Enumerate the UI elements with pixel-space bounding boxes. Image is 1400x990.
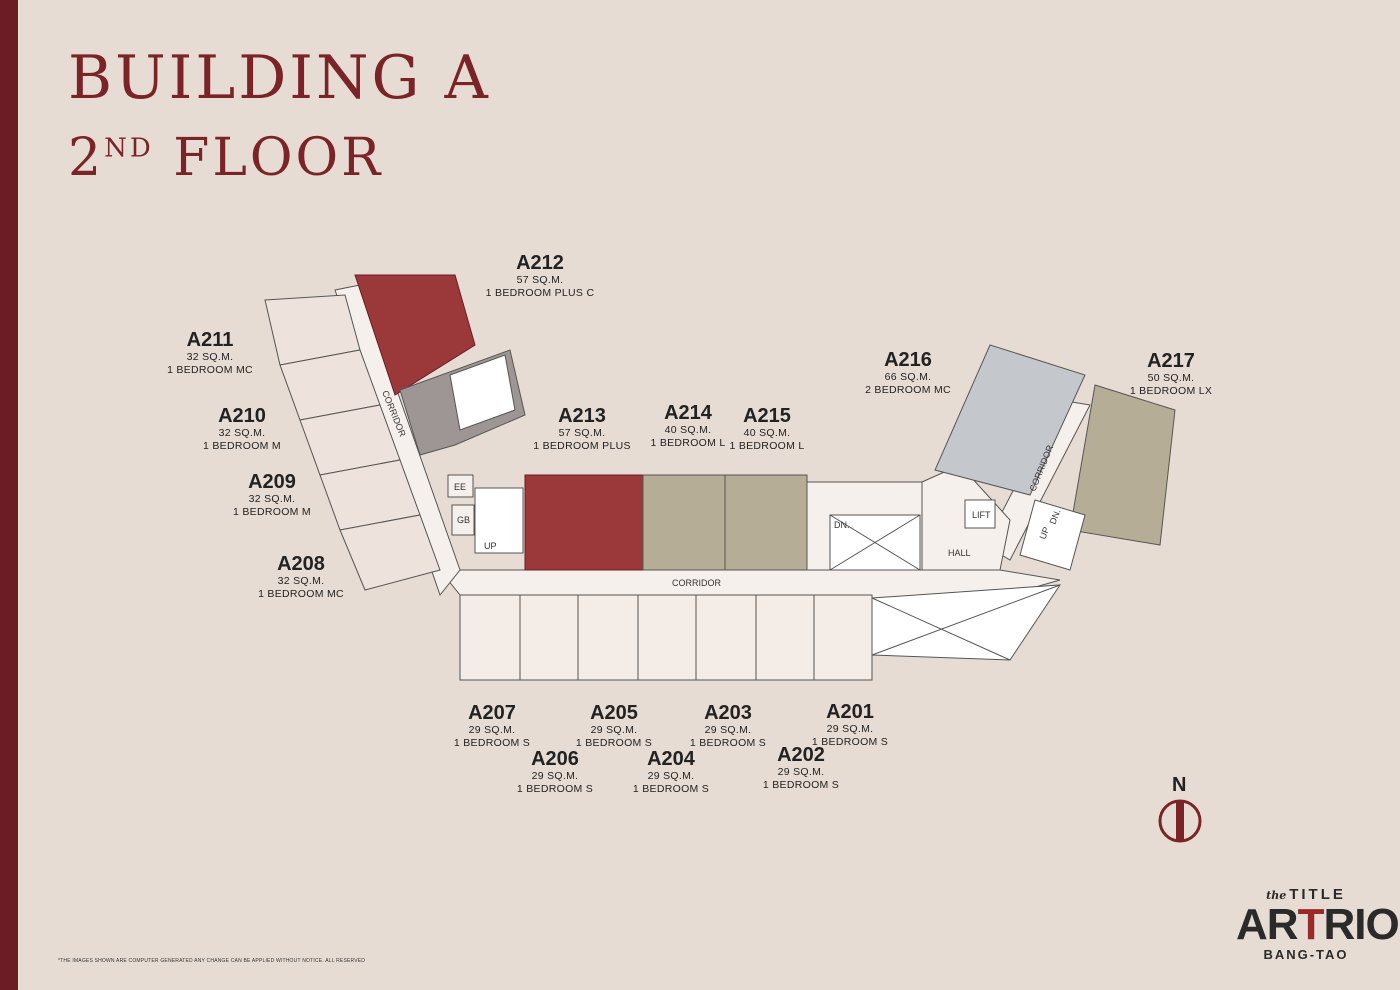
unit-a203-shape[interactable] bbox=[695, 594, 757, 681]
floor-number: 2 bbox=[68, 128, 105, 188]
unit-a213-shape[interactable] bbox=[524, 474, 644, 571]
unit-a201-shape[interactable] bbox=[813, 594, 873, 681]
logo-the: the bbox=[1266, 889, 1287, 902]
gb-label: GB bbox=[457, 515, 470, 525]
unit-a204-shape[interactable] bbox=[637, 594, 697, 681]
unit-a205-shape[interactable] bbox=[577, 594, 639, 681]
ee-room bbox=[447, 474, 474, 498]
stair-right bbox=[1019, 499, 1086, 571]
right-corridor bbox=[984, 399, 1091, 561]
lift-box bbox=[964, 499, 996, 529]
logo-location: BANG-TAO bbox=[1263, 947, 1349, 962]
lift-label: LIFT bbox=[972, 510, 991, 520]
ee-label: EE bbox=[454, 482, 466, 492]
unit-a208-shape[interactable] bbox=[339, 514, 441, 591]
gb-room bbox=[451, 504, 475, 536]
title-floor: 2ND FLOOR bbox=[68, 132, 491, 184]
disclaimer-footnote: *THE IMAGES SHOWN ARE COMPUTER GENERATED… bbox=[58, 958, 366, 964]
unit-a214-shape[interactable] bbox=[642, 474, 726, 571]
floor-word: FLOOR bbox=[173, 128, 384, 188]
void-north bbox=[449, 354, 516, 431]
unit-a212-shape[interactable] bbox=[354, 274, 476, 396]
page-title: BUILDING A 2ND FLOOR bbox=[68, 48, 491, 184]
logo-art-t: T bbox=[1297, 900, 1325, 949]
compass-north-letter: N bbox=[1172, 774, 1187, 796]
unit-a207-shape[interactable] bbox=[459, 594, 521, 681]
logo-art-b: RIO bbox=[1323, 900, 1399, 949]
logo-title: TITLE bbox=[1289, 886, 1346, 903]
stair-left bbox=[474, 487, 524, 554]
unit-a202-shape[interactable] bbox=[755, 594, 815, 681]
terrace-diag-2 bbox=[871, 584, 1061, 656]
title-building: BUILDING A bbox=[68, 43, 491, 113]
corridor-main-label: CORRIDOR bbox=[672, 578, 721, 588]
left-accent-bar bbox=[0, 0, 18, 990]
unit-a206-shape[interactable] bbox=[519, 594, 579, 681]
dn-centre-label: DN. bbox=[834, 520, 850, 530]
logo-wordmark: ARTRIO bbox=[1236, 900, 1400, 949]
hall-label: HALL bbox=[948, 548, 971, 558]
unit-a215-shape[interactable] bbox=[724, 474, 808, 571]
void-diag-2 bbox=[829, 514, 921, 571]
floor-ordinal: ND bbox=[104, 133, 154, 164]
logo-art-a: AR bbox=[1236, 900, 1299, 949]
unit-a216-shape[interactable] bbox=[934, 344, 1086, 496]
up-right-label: UP bbox=[1038, 525, 1052, 540]
up-left-label: UP bbox=[484, 541, 497, 551]
unit-a217-shape[interactable] bbox=[1069, 384, 1176, 546]
terrace-se bbox=[871, 584, 1061, 661]
compass-icon bbox=[1158, 799, 1202, 843]
